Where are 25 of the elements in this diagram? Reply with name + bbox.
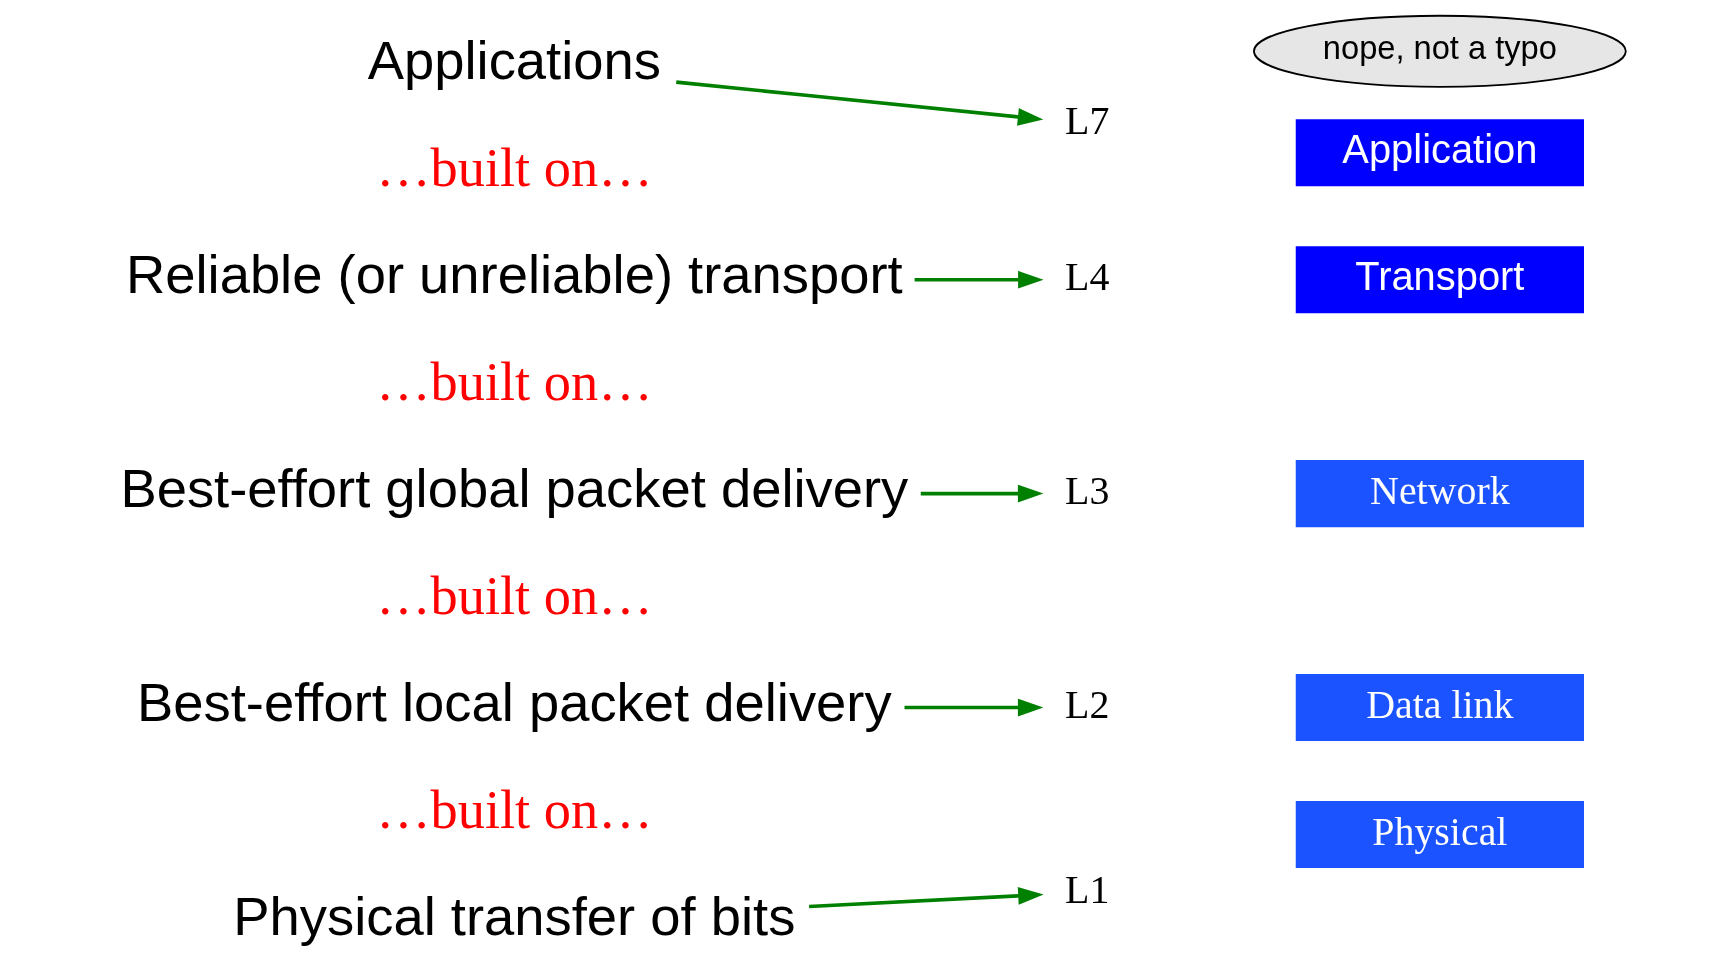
- node-text: L1: [1064, 866, 1109, 912]
- node-text: L4: [1064, 253, 1109, 299]
- node-text: Best-effort local packet delivery: [136, 672, 892, 734]
- node-text: L3: [1064, 467, 1109, 513]
- node-box: Data link: [1295, 674, 1584, 742]
- arrow: [675, 80, 1043, 126]
- node-text: Reliable (or unreliable) transport: [125, 244, 903, 306]
- label: …built on…: [375, 138, 653, 199]
- node-box: Physical: [1295, 800, 1584, 868]
- node-box: Network: [1295, 460, 1584, 528]
- label: …built on…: [375, 566, 653, 627]
- label: …built on…: [375, 780, 653, 841]
- node-box: Application: [1295, 119, 1584, 187]
- node-ellipse: nope, not a typo: [1252, 14, 1627, 88]
- node-box: Transport: [1295, 246, 1584, 314]
- node-text: Applications: [367, 30, 661, 92]
- node-text: Physical transfer of bits: [232, 886, 795, 948]
- label: …built on…: [375, 352, 653, 413]
- node-text: Best-effort global packet delivery: [119, 458, 908, 520]
- arrow: [920, 484, 1043, 503]
- node-text: L2: [1064, 681, 1109, 727]
- arrow: [808, 886, 1044, 909]
- node-text: L7: [1064, 97, 1109, 143]
- arrow: [914, 270, 1044, 289]
- arrow: [904, 698, 1043, 717]
